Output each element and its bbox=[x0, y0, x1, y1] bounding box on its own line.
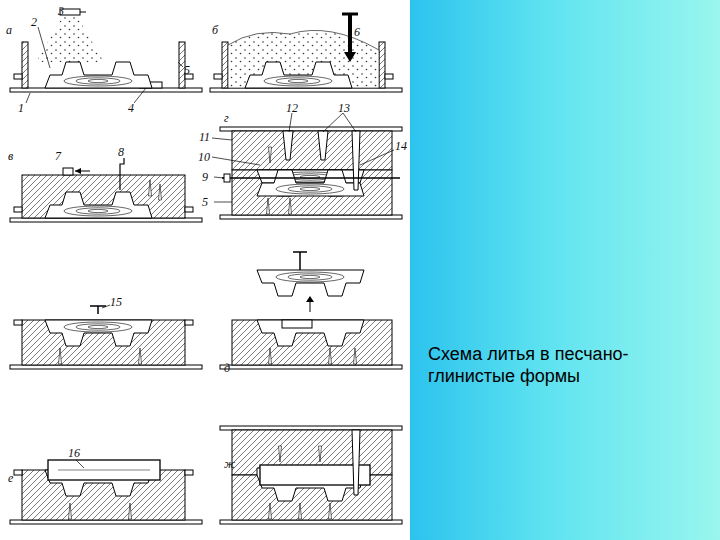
callout-number: 1 bbox=[18, 102, 24, 114]
callout-number: 16 bbox=[68, 447, 80, 459]
callout-number: г bbox=[224, 112, 229, 124]
callout-number: 7 bbox=[55, 150, 61, 162]
casting-illustration bbox=[0, 0, 410, 540]
callout-number: ж bbox=[224, 458, 235, 470]
caption: Схема литья в песчано- глинистые формы bbox=[428, 343, 660, 387]
callout-number: 12 bbox=[286, 102, 298, 114]
callout-number: 3 bbox=[58, 5, 64, 17]
callout-number: 4 bbox=[128, 102, 134, 114]
callout-number: в bbox=[8, 150, 13, 162]
callout-number: 8 bbox=[118, 146, 124, 158]
callout-number: д bbox=[224, 362, 230, 374]
callout-number: 6 bbox=[354, 26, 360, 38]
callout-number: 10 bbox=[198, 151, 210, 163]
callout-number: б bbox=[212, 24, 218, 36]
callout-number: 13 bbox=[338, 102, 350, 114]
callout-number: 11 bbox=[199, 131, 210, 143]
callout-number: 14 bbox=[395, 140, 407, 152]
callout-number: 9 bbox=[202, 171, 208, 183]
callout-number: е bbox=[8, 472, 13, 484]
callout-number: 15 bbox=[110, 296, 122, 308]
callout-number: 5 bbox=[184, 64, 190, 76]
callout-number: 2 bbox=[31, 16, 37, 28]
callout-number: 5 bbox=[202, 196, 208, 208]
callout-number: а bbox=[6, 24, 12, 36]
background-panel bbox=[410, 0, 720, 540]
